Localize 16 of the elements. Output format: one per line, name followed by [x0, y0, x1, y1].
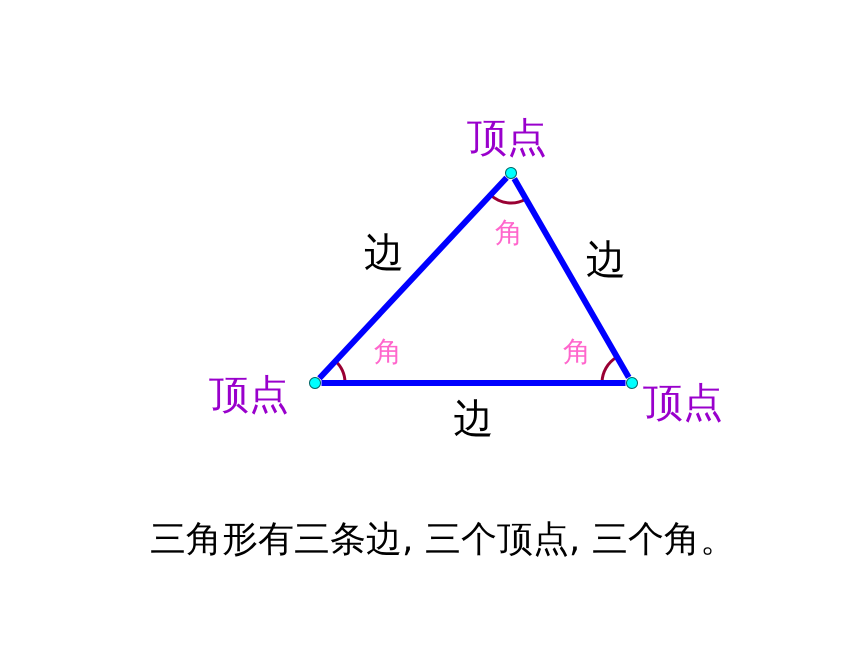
triangle-side — [512, 177, 632, 379]
vertex-label: 顶点 — [643, 383, 723, 423]
side-label: 边 — [586, 240, 626, 280]
angle-label: 角 — [374, 338, 402, 366]
side-label: 边 — [364, 233, 404, 274]
caption: 三角形有三条边, 三个顶点, 三个角。 — [150, 522, 736, 558]
triangle-side — [322, 380, 626, 386]
vertex-dot — [309, 377, 321, 389]
angle-label: 角 — [563, 338, 591, 366]
vertex-dot — [626, 377, 638, 389]
vertex-label: 顶点 — [467, 118, 547, 158]
vertex-dot — [505, 167, 517, 179]
side-label: 边 — [454, 399, 494, 439]
vertex-label: 顶点 — [209, 375, 289, 415]
angle-label: 角 — [495, 219, 523, 247]
triangle-side — [317, 176, 509, 380]
